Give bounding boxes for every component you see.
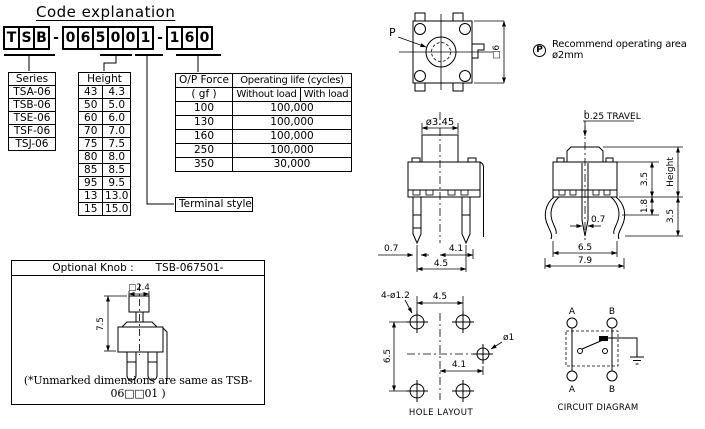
page-title: Code explanation bbox=[36, 3, 176, 21]
optional-knob-header: Optional Knob : TSB-067501- bbox=[12, 261, 264, 276]
terminal-style-label: Terminal style bbox=[175, 197, 253, 212]
terminal-label: B bbox=[609, 307, 615, 317]
table-row: TSA-06 bbox=[8, 85, 56, 99]
terminal-label: A bbox=[569, 307, 576, 317]
table-header-row: ( gf ) Without load With load bbox=[175, 87, 352, 102]
table-row: TSF-06 bbox=[8, 124, 56, 138]
corner-holes bbox=[406, 311, 474, 402]
dim-label: 7.9 bbox=[578, 256, 593, 266]
hole-layout-drawing: 4.5 6.5 4-ø1.2 ø1 4.1 HOLE LAYOUT bbox=[381, 291, 514, 418]
dim-label: 3.5 bbox=[666, 209, 676, 223]
table-header-row: Series bbox=[8, 72, 56, 86]
circuit-caption: CIRCUIT DIAGRAM bbox=[558, 403, 639, 413]
dim-label: 4-ø1.2 bbox=[381, 291, 410, 301]
terminal-label: A bbox=[569, 385, 576, 395]
dim-label: □6 bbox=[492, 45, 502, 60]
front-view-drawing: ø3.45 0.7 4.1 4.5 bbox=[378, 112, 484, 272]
knob-drawing: □2.4 7.5 bbox=[96, 283, 168, 381]
optional-knob-code: TSB-067501- bbox=[155, 262, 224, 274]
dim-label: ø3.45 bbox=[426, 117, 454, 128]
dim-label: 4.5 bbox=[434, 259, 448, 269]
dim-label: 0.7 bbox=[384, 244, 398, 254]
center-hole bbox=[473, 344, 493, 364]
side-view-drawing: 0.25 TRAVEL 0.7 6.5 7.9 3.5 Height 1.8 3… bbox=[544, 110, 683, 269]
dim-label: 1.8 bbox=[640, 199, 650, 214]
optional-knob-label: Optional Knob : bbox=[52, 262, 134, 274]
table-header-row: Height bbox=[78, 72, 131, 86]
code-separator: - bbox=[53, 30, 59, 46]
dim-label: Height bbox=[666, 157, 676, 187]
dim-label: 4.1 bbox=[449, 244, 463, 254]
circled-p-symbol: P bbox=[533, 43, 546, 57]
dim-label: 4.5 bbox=[433, 292, 447, 302]
operating-area-note: P Recommend operating area ø2mm bbox=[533, 39, 705, 61]
code-char: 1 bbox=[137, 26, 154, 50]
code-char: 5 bbox=[92, 26, 109, 50]
dim-label: 4.1 bbox=[452, 360, 466, 370]
pointer-label: P bbox=[389, 26, 396, 39]
table-header-row: O/P Force Operating life (cycles) bbox=[175, 73, 352, 88]
code-separator: - bbox=[157, 30, 163, 46]
series-table: Series TSA-06 TSB-06 TSE-06 TSF-06 TSJ-0… bbox=[8, 72, 56, 151]
terminal-label: B bbox=[609, 385, 615, 395]
table-row: TSB-06 bbox=[8, 98, 56, 112]
table-row: TSE-06 bbox=[8, 111, 56, 125]
code-char: 0 bbox=[196, 26, 213, 50]
dim-label: ø1 bbox=[503, 333, 514, 343]
force-life-table: O/P Force Operating life (cycles) ( gf )… bbox=[175, 73, 352, 172]
dim-label: 3.5 bbox=[640, 172, 650, 186]
code-char: 0 bbox=[62, 26, 79, 50]
dim-label: 7.5 bbox=[96, 317, 106, 331]
top-view-drawing: □6 P bbox=[389, 12, 506, 92]
code-char: B bbox=[33, 26, 50, 50]
table-row: TSJ-06 bbox=[8, 137, 56, 151]
unmarked-dimensions-note: (*Unmarked dimensions are same as TSB-06… bbox=[23, 374, 253, 400]
circuit-diagram-drawing: A B A B CIRCUIT DIAGRAM bbox=[558, 307, 644, 413]
operating-area-text: Recommend operating area ø2mm bbox=[552, 39, 687, 61]
dim-label: 6.5 bbox=[578, 243, 592, 253]
dim-label: 6.5 bbox=[383, 349, 393, 363]
part-code: T S B - 0 6 5 0 0 1 - 1 6 0 bbox=[3, 26, 213, 50]
travel-label: 0.25 TRAVEL bbox=[584, 112, 641, 122]
dim-label: 0.7 bbox=[591, 215, 605, 225]
hole-layout-caption: HOLE LAYOUT bbox=[409, 408, 474, 418]
dim-label: □2.4 bbox=[128, 283, 150, 293]
optional-knob-panel: Optional Knob : TSB-067501- (*Unmarked d… bbox=[11, 260, 265, 405]
